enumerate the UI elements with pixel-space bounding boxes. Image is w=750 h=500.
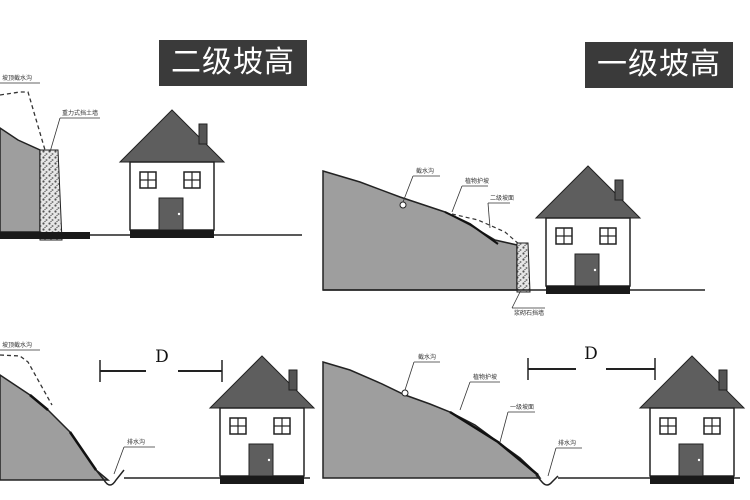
panel-top-left: 坡顶截水沟 重力式挡土墙 — [0, 74, 302, 241]
house-top-right — [535, 165, 641, 295]
label-slope-bottom-right: 一级坡面 — [510, 403, 534, 411]
label-platform-top-right: 二级坡面 — [490, 194, 514, 202]
dimension-d-right: D — [584, 344, 598, 364]
title-two-level-slope: 二级坡高 — [159, 40, 307, 86]
title-one-level-slope: 一级坡高 — [585, 42, 733, 88]
house-bottom-left — [209, 355, 315, 485]
panel-top-right: 截水沟 植物护坡 二级坡面 浆砌石挡墙 — [322, 165, 705, 317]
panel-bottom-left: 坡顶截水沟 排水沟 D — [0, 341, 315, 486]
label-crest-ditch-top-left: 坡顶截水沟 — [2, 74, 32, 82]
house-top-left — [119, 109, 225, 239]
label-gravity-wall: 重力式挡土墙 — [62, 109, 98, 117]
label-ditch-bottom-right: 截水沟 — [418, 353, 436, 361]
label-crest-ditch-bottom-left: 坡顶截水沟 — [2, 341, 32, 349]
label-plant-protection-top-right: 植物护坡 — [465, 177, 489, 185]
label-ditch-top-right: 截水沟 — [416, 167, 434, 175]
panel-bottom-right: 截水沟 植物护坡 一级坡面 排水沟 D — [322, 344, 745, 486]
label-retaining-wall: 浆砌石挡墙 — [514, 309, 544, 317]
dimension-d-left: D — [155, 347, 169, 367]
label-plant-protection-bottom-right: 植物护坡 — [473, 373, 497, 381]
label-drain-bottom-left: 排水沟 — [127, 438, 145, 446]
label-drain-bottom-right: 排水沟 — [558, 439, 576, 447]
